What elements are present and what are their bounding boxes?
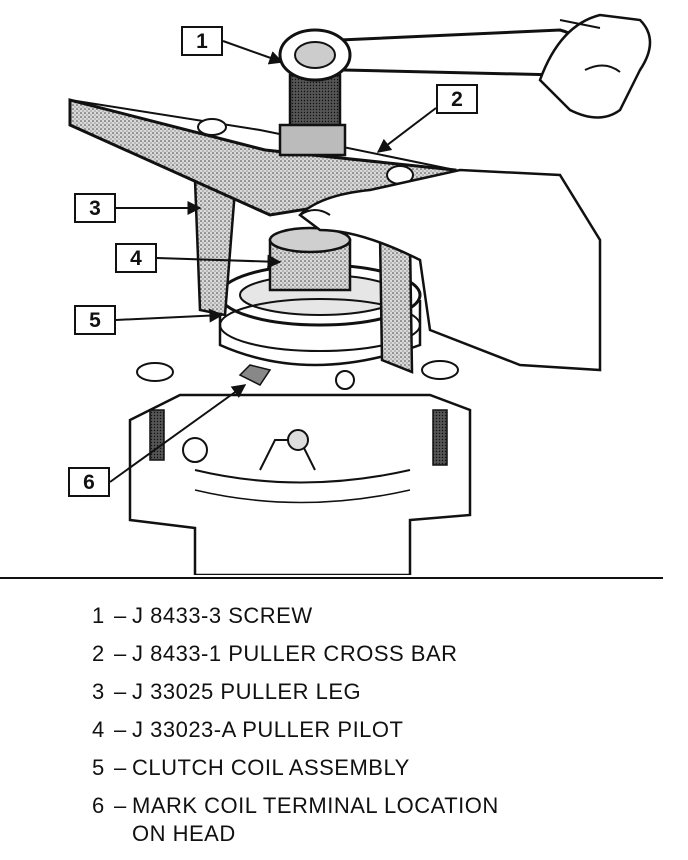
legend-dash: –: [114, 717, 127, 742]
wrench: [278, 28, 592, 82]
legend-item: 6 – MARK COIL TERMINAL LOCATION ON HEAD: [92, 795, 652, 845]
callout-6: 6: [68, 467, 110, 497]
legend-item: 1 – J 8433-3 SCREW: [92, 605, 652, 643]
legend-number: 3: [92, 679, 105, 704]
callout-2: 2: [436, 84, 478, 114]
legend-number: 2: [92, 641, 105, 666]
callout-4: 4: [115, 243, 157, 273]
legend-text-line-2: ON HEAD: [132, 821, 236, 846]
legend-dash: –: [114, 679, 127, 704]
legend-dash: –: [114, 603, 127, 628]
puller-legs: [193, 178, 414, 374]
legend-dash: –: [114, 755, 127, 780]
legend-text: MARK COIL TERMINAL LOCATION: [132, 793, 499, 818]
legend-text: J 8433-1 PULLER CROSS BAR: [132, 641, 458, 666]
legend-text: CLUTCH COIL ASSEMBLY: [132, 755, 410, 780]
callout-1: 1: [181, 26, 223, 56]
callout-3: 3: [74, 193, 116, 223]
legend-list: 1 – J 8433-3 SCREW 2 – J 8433-1 PULLER C…: [92, 605, 652, 845]
legend-item: 2 – J 8433-1 PULLER CROSS BAR: [92, 643, 652, 681]
forcing-screw: [278, 73, 347, 157]
legend-text: J 8433-3 SCREW: [132, 603, 313, 628]
puller-cross-bar: [68, 98, 457, 217]
callout-5: 5: [74, 305, 116, 335]
legend-number: 1: [92, 603, 105, 628]
legend-dash: –: [114, 641, 127, 666]
legend-text: J 33023-A PULLER PILOT: [132, 717, 404, 742]
legend-text-block: MARK COIL TERMINAL LOCATION ON HEAD: [132, 795, 652, 845]
puller-illustration: [68, 13, 652, 575]
legend-dash: –: [114, 793, 127, 818]
legend-item: 4 – J 33023-A PULLER PILOT: [92, 719, 652, 757]
legend-item: 5 – CLUTCH COIL ASSEMBLY: [92, 757, 652, 795]
leader-lines: [109, 40, 437, 483]
divider-rule: [0, 577, 663, 579]
compressor-body: [128, 360, 472, 575]
puller-pilot: [268, 226, 352, 292]
hands: [298, 13, 652, 372]
legend-number: 6: [92, 793, 105, 818]
legend-number: 4: [92, 717, 105, 742]
legend-item: 3 – J 33025 PULLER LEG: [92, 681, 652, 719]
legend-text: J 33025 PULLER LEG: [132, 679, 362, 704]
legend-number: 5: [92, 755, 105, 780]
